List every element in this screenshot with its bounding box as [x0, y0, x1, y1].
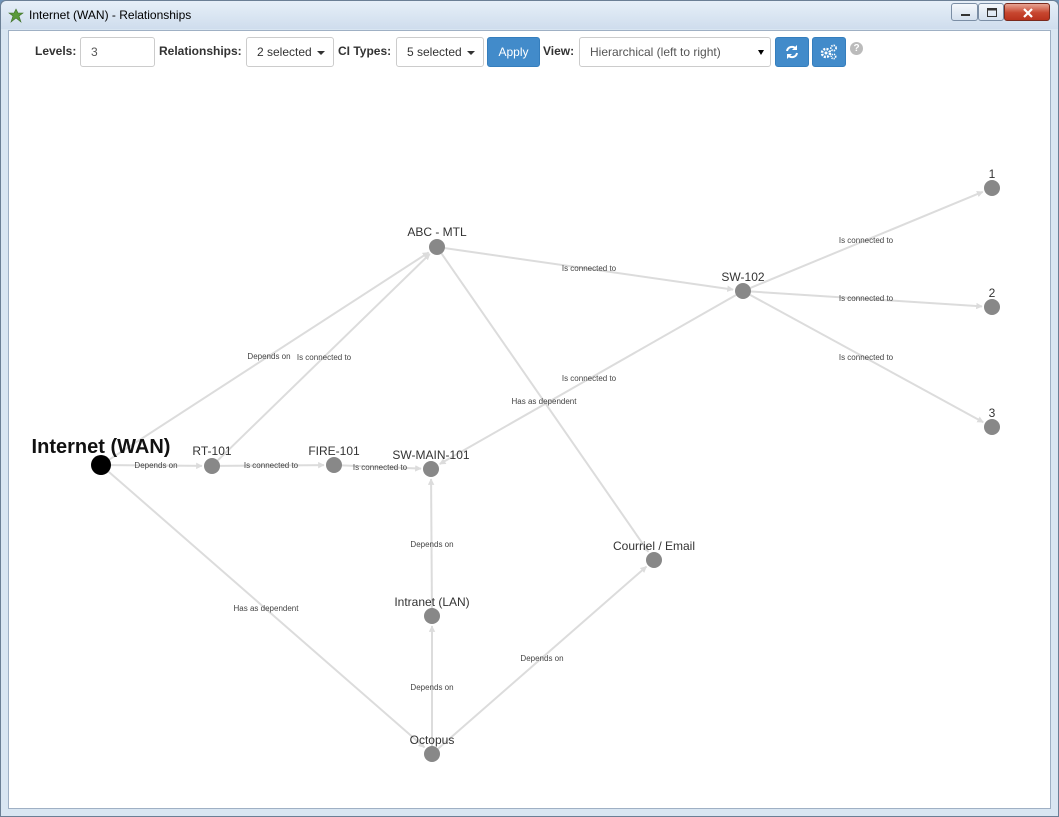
graph-node-octopus[interactable] [424, 746, 440, 762]
close-button[interactable] [1004, 3, 1050, 21]
edge-sw102-swmain [439, 294, 737, 465]
edge-rt101-abcmtl [217, 253, 431, 462]
node-label-n1: 1 [989, 167, 996, 181]
graph-node-n2[interactable] [984, 299, 1000, 315]
relationship-graph: Depends on Depends on Has as dependent Is c… [32, 167, 1000, 762]
edge-fire101-swmain [341, 464, 422, 472]
node-label-abcmtl: ABC - MTL [407, 225, 467, 239]
gears-icon [820, 44, 837, 60]
node-label-n2: 2 [989, 286, 996, 300]
edge-octopus-courriel [437, 565, 648, 750]
graph-node-intranet[interactable] [424, 608, 440, 624]
relationships-label: Relationships: [159, 44, 242, 58]
node-label-courriel: Courriel / Email [613, 539, 695, 553]
edge-sw102-n2 [750, 290, 983, 310]
window-title: Internet (WAN) - Relationships [29, 8, 192, 22]
close-icon [1023, 8, 1033, 18]
edge-label: Is connected to [562, 264, 617, 273]
edge-wan-abcmtl [108, 251, 430, 461]
ci-types-dropdown[interactable]: 5 selected [396, 37, 484, 67]
edge-label: Is connected to [839, 294, 894, 303]
node-label-rt101: RT-101 [192, 444, 231, 458]
edge-label: Depends on [520, 654, 563, 663]
edge-label: Is connected to [244, 461, 299, 470]
minimize-button[interactable] [951, 3, 978, 21]
select-arrow-icon [758, 50, 764, 55]
edge-label: Has as dependent [512, 397, 578, 406]
graph-node-swmain[interactable] [423, 461, 439, 477]
node-label-wan: Internet (WAN) [32, 436, 171, 458]
edge-rt101-fire101 [219, 461, 325, 469]
relationships-dropdown[interactable]: 2 selected [246, 37, 334, 67]
refresh-button[interactable] [775, 37, 809, 67]
edge-abcmtl-sw102 [444, 247, 734, 292]
node-label-octopus: Octopus [410, 733, 455, 747]
graph-node-sw102[interactable] [735, 283, 751, 299]
graph-node-rt101[interactable] [204, 458, 220, 474]
apply-button[interactable]: Apply [487, 37, 540, 67]
view-label: View: [543, 44, 575, 58]
edge-label: Is connected to [839, 236, 894, 245]
node-label-swmain: SW-MAIN-101 [392, 448, 469, 462]
title-bar[interactable]: Internet (WAN) - Relationships [1, 1, 1058, 29]
levels-input[interactable] [80, 37, 155, 67]
edge-label: Is connected to [353, 463, 408, 472]
node-label-intranet: Intranet (LAN) [394, 595, 469, 609]
levels-label: Levels: [35, 44, 77, 58]
graph-node-abcmtl[interactable] [429, 239, 445, 255]
edge-label: Depends on [410, 683, 453, 692]
help-icon[interactable]: ? [850, 42, 863, 55]
node-label-sw102: SW-102 [721, 270, 764, 284]
graph-node-wan[interactable] [91, 455, 111, 475]
graph-node-n3[interactable] [984, 419, 1000, 435]
edge-wan-octopus [107, 470, 426, 749]
edge-label: Is connected to [562, 374, 617, 383]
relationships-value: 2 selected [257, 45, 312, 59]
edge-intranet-swmain [427, 478, 435, 609]
edge-wan-rt101 [110, 462, 203, 470]
ci-types-value: 5 selected [407, 45, 462, 59]
node-label-fire101: FIRE-101 [308, 444, 360, 458]
edge-label: Depends on [247, 352, 290, 361]
caret-down-icon [466, 50, 475, 55]
caret-down-icon [316, 50, 325, 55]
refresh-icon [786, 45, 798, 59]
ci-types-label: CI Types: [338, 44, 392, 58]
node-label-n3: 3 [989, 406, 996, 420]
edge-label: Has as dependent [234, 604, 300, 613]
minimize-icon [961, 14, 970, 16]
maximize-icon [987, 8, 997, 17]
graph-node-fire101[interactable] [326, 457, 342, 473]
edge-label: Is connected to [839, 353, 894, 362]
view-select[interactable]: Hierarchical (left to right) [579, 37, 771, 67]
view-value: Hierarchical (left to right) [590, 45, 721, 59]
graph-node-n1[interactable] [984, 180, 1000, 196]
edge-abcmtl-courriel [440, 253, 650, 553]
edge-label: Is connected to [297, 353, 352, 362]
app-leaf-icon [8, 8, 24, 23]
edge-sw102-n1 [750, 190, 984, 289]
graph-node-courriel[interactable] [646, 552, 662, 568]
edge-sw102-n3 [749, 293, 984, 424]
content-area: Levels: Relationships: 2 selected CI Typ… [8, 30, 1051, 809]
edge-label: Depends on [134, 461, 177, 470]
edge-label: Depends on [410, 540, 453, 549]
toolbar: Levels: Relationships: 2 selected CI Typ… [9, 31, 1050, 75]
settings-button[interactable] [812, 37, 846, 67]
maximize-button[interactable] [978, 3, 1004, 21]
